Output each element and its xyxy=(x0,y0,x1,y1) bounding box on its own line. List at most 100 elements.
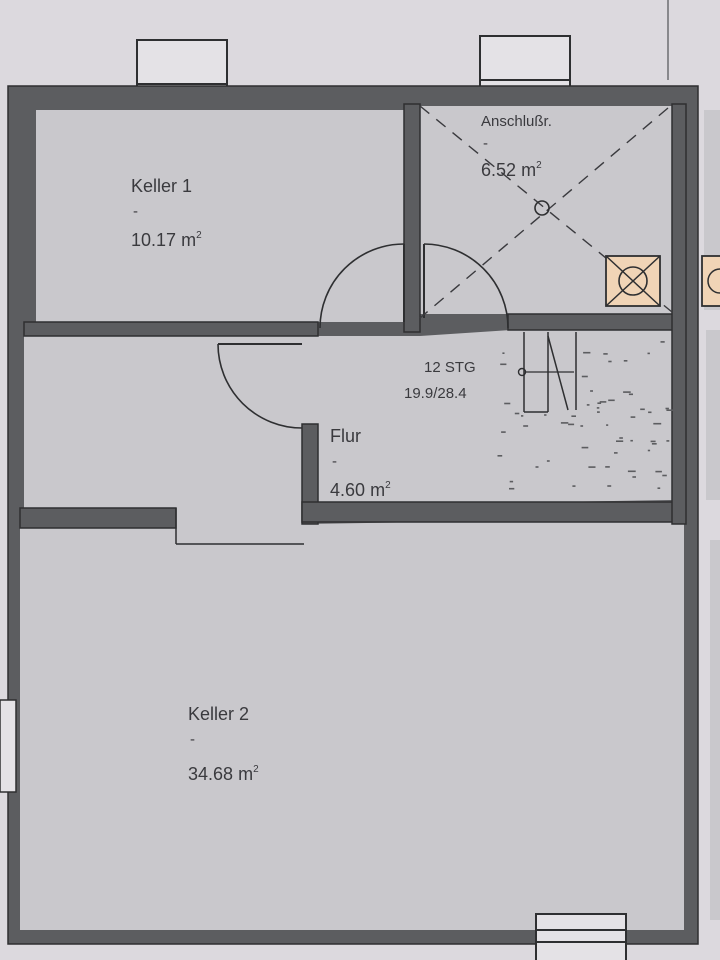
stair-hatch-dot xyxy=(666,409,674,411)
stair-hatch-dot xyxy=(651,443,657,445)
room-area-keller2: 34.68 m2 xyxy=(188,764,259,784)
area-dash-flur: - xyxy=(332,453,337,470)
room-name-anschluss: Anschlußr. xyxy=(481,113,552,130)
stair-hatch-dot xyxy=(632,476,636,478)
stair-hatch-dot xyxy=(560,422,569,424)
door-anschluss xyxy=(423,243,509,329)
stair-hatch-dot xyxy=(535,466,539,468)
stair-hatch-dot xyxy=(647,352,650,355)
stair-hatch-dot xyxy=(665,407,669,410)
stair-hatch-dot xyxy=(514,412,520,415)
room-label-flur: Flur - 4.60 m2 xyxy=(330,426,391,500)
stair-hatch-dot xyxy=(662,474,667,477)
stair-hatch-dot xyxy=(660,341,665,343)
window-left xyxy=(0,699,17,793)
stair-hatch-dot xyxy=(657,487,661,489)
wall-flur-bottom xyxy=(301,501,685,523)
stair-hatch-dot xyxy=(603,353,608,355)
stair-hatch-dot xyxy=(619,437,623,439)
stair-hatch-dot xyxy=(509,487,515,490)
ventilation-shaft-icon xyxy=(605,255,661,307)
neighbour-floor-bottom xyxy=(710,540,720,920)
room-middle-lower-filler xyxy=(176,508,304,544)
stair-hatch-dot xyxy=(623,360,628,362)
stair-steps: 12 STG xyxy=(424,359,476,376)
wall-middle-bottom-left xyxy=(19,507,177,529)
stair-hatch-dot xyxy=(596,407,600,409)
stair-hatch-dot xyxy=(630,416,636,418)
room-name-keller1: Keller 1 xyxy=(131,176,192,196)
stair-hatch-dot xyxy=(653,422,662,425)
stair-hatch-dot xyxy=(623,391,631,393)
room-name-keller2: Keller 2 xyxy=(188,704,249,724)
area-dash-anschluss: - xyxy=(483,135,488,152)
room-label-keller1: Keller 1 - 10.17 m2 xyxy=(131,176,202,250)
stair-hatch-dot xyxy=(616,440,624,442)
stair-hatch-dot xyxy=(605,466,610,468)
area-dash-keller1: - xyxy=(133,203,138,220)
stair-ratio: 19.9/28.4 xyxy=(404,385,467,402)
room-area-flur: 4.60 m2 xyxy=(330,480,391,500)
wall-keller1-bottom xyxy=(23,321,319,337)
stair-hatch-dot xyxy=(580,425,584,427)
stair-hatch-dot xyxy=(650,440,656,443)
stair-hatch-dot xyxy=(597,402,602,404)
ceiling-light-icon xyxy=(534,200,550,216)
stair-hatch-dot xyxy=(614,452,618,454)
window-bottom xyxy=(535,913,627,960)
stair-hatch-dot xyxy=(544,414,547,416)
stair-hatch-dot xyxy=(608,360,612,363)
stair-hatch-dot xyxy=(586,404,590,406)
stair-hatch-dot xyxy=(588,466,596,468)
stair-hatch-dot xyxy=(630,439,633,442)
wall-right-inner xyxy=(671,103,687,525)
room-flur-floor xyxy=(304,330,672,506)
stair-hatch-dot xyxy=(571,415,576,417)
stair-hatch-dot xyxy=(500,363,507,366)
stair-hatch-dot xyxy=(647,449,651,452)
stair-hatch-dot xyxy=(504,402,511,405)
stair-hatch-dot xyxy=(581,446,589,449)
area-dash-keller2: - xyxy=(190,731,195,748)
stair-hatch-dot xyxy=(655,470,662,473)
stair-hatch-dot xyxy=(501,431,506,433)
stair-hatch-dot xyxy=(546,460,550,462)
room-name-flur: Flur xyxy=(330,426,361,446)
stair-hatch-dot xyxy=(599,401,607,403)
stair-hatch-dot xyxy=(497,455,503,457)
stair-hatch-dot xyxy=(568,423,575,426)
stair-hatch-dot xyxy=(572,485,576,487)
wall-anschluss-left xyxy=(403,103,421,333)
stair-hatch-dot xyxy=(581,375,588,378)
stair-hatch-dot xyxy=(502,352,505,354)
wall-anschluss-bottom xyxy=(507,313,685,331)
ventilation-shaft-neighbour-icon xyxy=(701,255,720,307)
stair-hatch-dot xyxy=(640,408,645,411)
room-keller1-floor xyxy=(36,110,404,322)
room-middle-left-floor xyxy=(24,336,304,508)
wall-flur-left-stub xyxy=(301,423,319,525)
room-label-keller2: Keller 2 - 34.68 m2 xyxy=(188,704,259,784)
stair-hatch-dots xyxy=(497,341,674,490)
staircase xyxy=(517,332,577,413)
door-keller1 xyxy=(319,243,405,329)
stair-hatch-dot xyxy=(606,424,609,426)
stair-hatch-dot xyxy=(627,470,636,473)
stair-hatch-dot xyxy=(607,485,612,487)
stair-hatch-dot xyxy=(648,411,652,414)
stair-label: 12 STG 19.9/28.4 xyxy=(404,359,476,402)
stair-hatch-dot xyxy=(597,411,600,413)
room-area-keller1: 10.17 m2 xyxy=(131,230,202,250)
stair-hatch-dot xyxy=(628,393,633,396)
neighbour-floor-lower xyxy=(706,330,720,500)
stair-hatch-dot xyxy=(608,399,615,402)
stair-hatch-dot xyxy=(666,440,670,442)
stair-hatch-dot xyxy=(583,351,591,354)
stair-hatch-dot xyxy=(590,390,593,392)
room-label-anschluss: Anschlußr. - 6.52 m2 xyxy=(481,113,552,180)
stair-hatch-dot xyxy=(521,415,524,417)
stair-hatch-dot xyxy=(523,425,529,427)
stair-hatch-dot xyxy=(509,480,514,483)
room-keller2-floor xyxy=(20,518,684,930)
